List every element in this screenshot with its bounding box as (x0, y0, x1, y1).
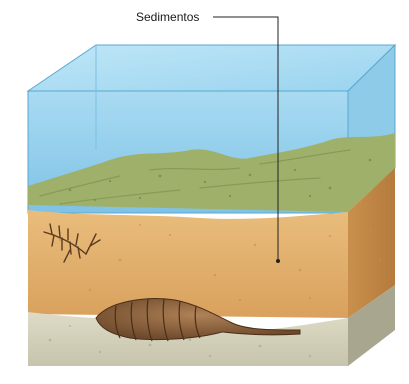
water-top-face (28, 45, 395, 91)
sediments-label: Sedimentos (136, 10, 199, 24)
callout-dot (276, 259, 280, 263)
sand-front-face (28, 210, 348, 318)
